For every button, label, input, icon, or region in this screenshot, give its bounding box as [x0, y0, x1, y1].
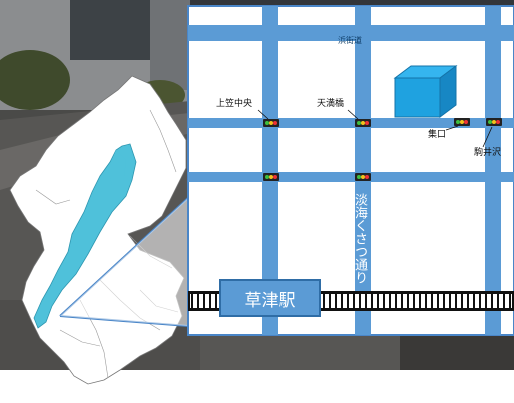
place-label-komaisawa: 駒井沢	[474, 148, 502, 158]
destination-building	[393, 65, 458, 118]
place-label-shuguchi: 集口	[428, 130, 447, 140]
traffic-signal-icon	[355, 119, 371, 127]
traffic-signal-icon	[263, 119, 279, 127]
place-label-tenmanbashi: 天満橋	[317, 99, 345, 109]
traffic-signal-icon	[355, 173, 371, 181]
lake-biwa	[33, 143, 137, 329]
roads	[188, 6, 514, 335]
street-label-main: 浜街道	[338, 36, 362, 45]
traffic-signal-icon	[486, 118, 502, 126]
traffic-signal-icon	[263, 173, 279, 181]
street-label-vertical: 淡海くさつ通り	[352, 193, 367, 284]
traffic-signals	[263, 118, 502, 181]
station-label: 草津駅	[219, 279, 321, 317]
place-label-kamigasa: 上笠中央	[216, 99, 253, 109]
traffic-signal-icon	[454, 118, 470, 126]
